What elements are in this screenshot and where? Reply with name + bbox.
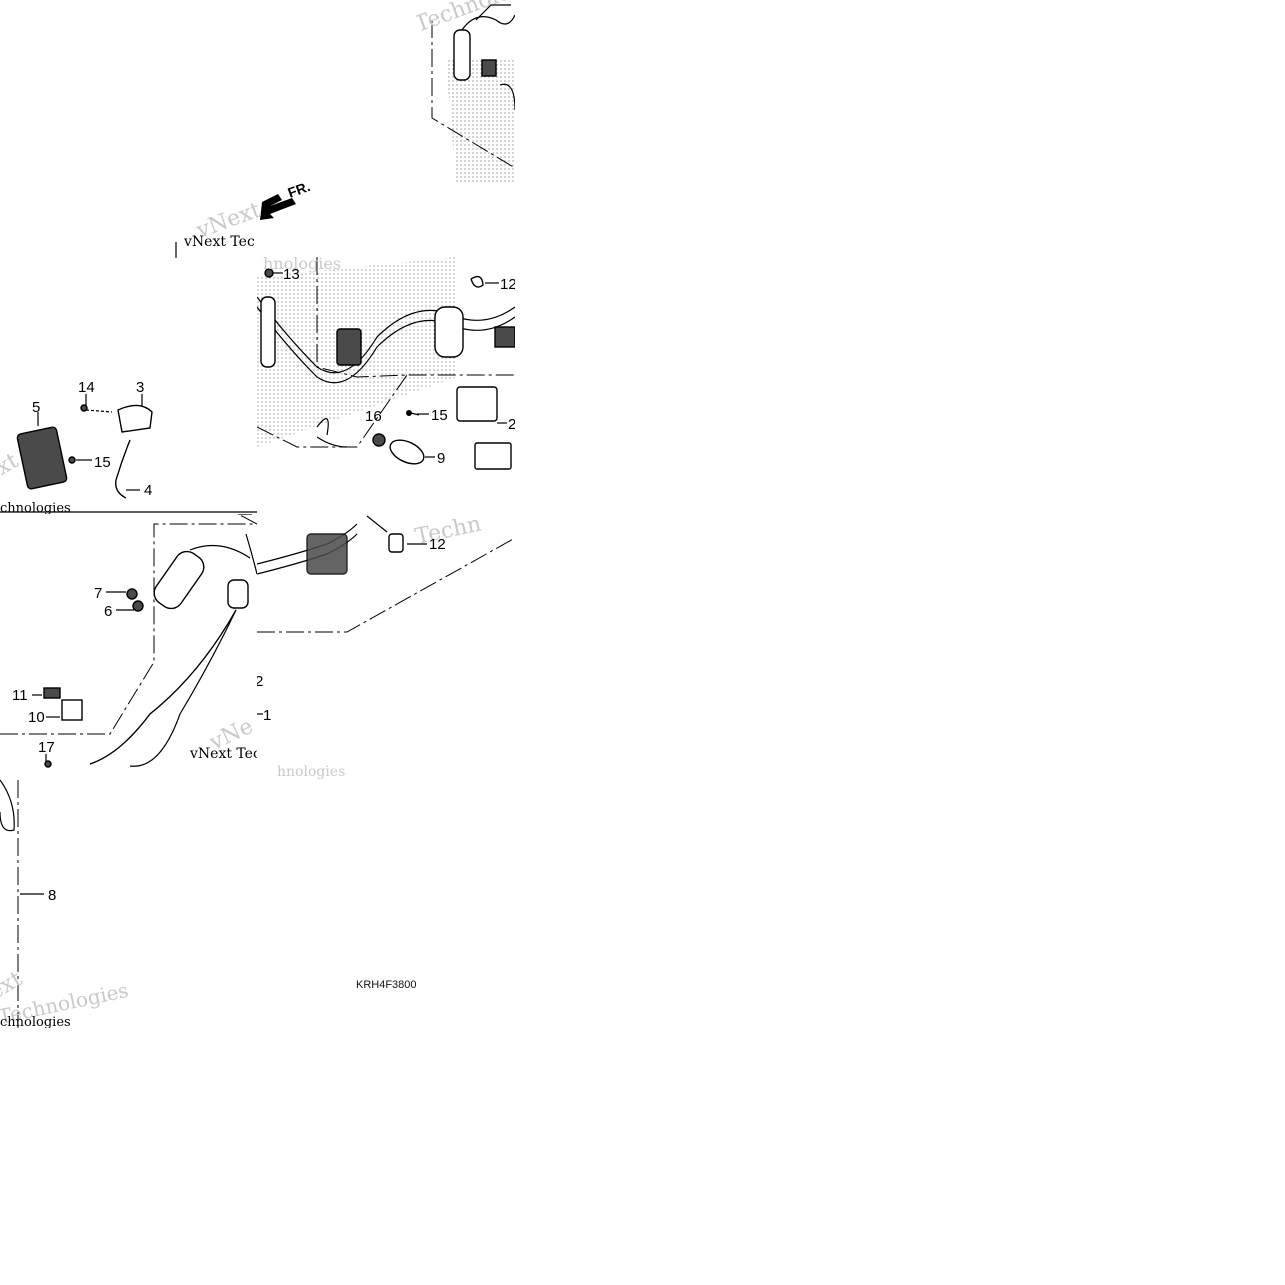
drawing-code: KRH4F3800 [356, 979, 417, 991]
watermark-text: Techn [413, 514, 483, 550]
callout-label: 3 [136, 379, 144, 396]
callout-label: 4 [144, 482, 152, 499]
cap-part [434, 306, 464, 358]
diagram-tile-bottom: 8 ext Technologies chnologies [0, 772, 257, 1028]
bolt-part [68, 456, 76, 464]
nut-part [132, 600, 144, 612]
coil-part [453, 29, 471, 81]
fuse-part [43, 687, 61, 699]
callout-label: 16 [365, 408, 382, 425]
watermark-text-dark: chnologies [0, 501, 71, 514]
callout-label: 10 [28, 709, 45, 726]
diagram-tile-top: Technolo [416, 0, 515, 183]
coil-part [153, 550, 205, 610]
watermark-text-dark: chnologies [0, 1015, 71, 1028]
callout-label: 1 [263, 707, 271, 724]
clip-part [126, 588, 138, 600]
relay-part [117, 404, 153, 433]
callout-label: 8 [48, 887, 56, 904]
front-indicator: FR. vNext vNext Tec [175, 180, 313, 258]
connector-part [336, 328, 362, 366]
callout-label: 15 [94, 454, 111, 471]
diagram-tile-connectors: Techn 12 [257, 514, 515, 634]
callout-label: 12 [429, 536, 446, 553]
callout-label: 12 [222, 514, 239, 518]
connector-part [481, 59, 497, 77]
connector-block-part [306, 533, 348, 575]
horn-part [389, 439, 425, 465]
callout-label: 6 [104, 603, 112, 620]
callout-label: 11 [12, 687, 28, 704]
cover-part [61, 699, 83, 721]
overflow-labels: 2 1 hnologies [257, 673, 345, 780]
diagram-tile-left: 14 3 5 15 4 ext chnologies [0, 370, 257, 514]
connector-part [388, 533, 404, 553]
callout-label: 17 [38, 739, 55, 756]
watermark-text-dark: vNext Tec [189, 746, 257, 762]
callout-label: 9 [437, 450, 445, 467]
box-part [474, 442, 512, 470]
callout-label: 13 [283, 266, 300, 283]
front-arrow-icon [260, 194, 296, 220]
diagram-tile-harness: hnologies Techn 13 12 16 15 9 2 [257, 257, 515, 515]
cap-part [227, 579, 249, 609]
watermark-text: ext [0, 448, 23, 487]
bolt-part [372, 433, 386, 447]
bolt-part [80, 404, 88, 412]
clip-part [470, 275, 484, 288]
watermark-text: hnologies [277, 764, 345, 780]
callout-label: 7 [94, 585, 102, 602]
callout-label: 2 [508, 416, 515, 433]
callout-label: 2 [257, 673, 263, 690]
watermark-text-dark: vNext Tec [183, 234, 255, 250]
regulator-part [16, 426, 68, 490]
relay-part [456, 386, 498, 422]
diagram-tile-wiring: 12 7 6 11 10 17 vNe vNext Tec [0, 514, 257, 772]
watermark-text: hnologies [263, 257, 341, 273]
callout-label: 12 [500, 276, 515, 293]
callout-label: 5 [32, 399, 40, 416]
coil-part [260, 296, 276, 368]
drawing-code-label: KRH4F3800 [356, 979, 417, 991]
connector-part [494, 326, 515, 348]
front-label: FR. [286, 180, 313, 201]
callout-label: 15 [431, 407, 448, 424]
callout-label: 14 [78, 379, 95, 396]
bolt-part [44, 760, 52, 768]
